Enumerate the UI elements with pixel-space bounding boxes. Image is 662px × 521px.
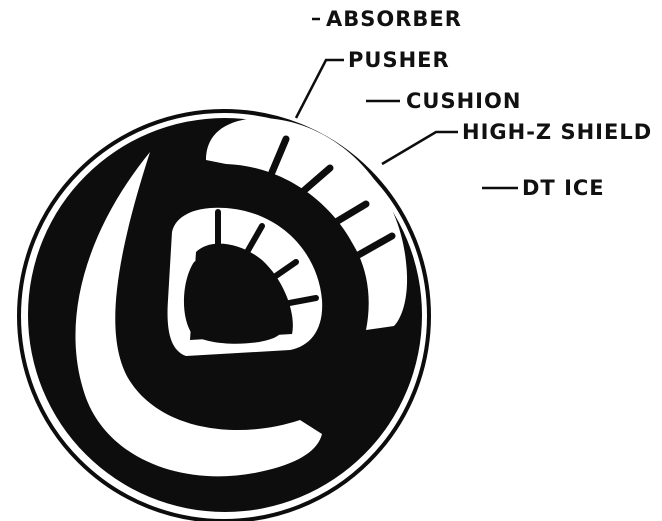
label-pusher: PUSHER bbox=[348, 50, 450, 71]
label-high-z-shield: HIGH-Z SHIELD bbox=[462, 122, 652, 143]
label-absorber: ABSORBER bbox=[326, 9, 462, 30]
label-cushion: CUSHION bbox=[406, 91, 521, 112]
label-dt-ice: DT ICE bbox=[522, 178, 605, 199]
